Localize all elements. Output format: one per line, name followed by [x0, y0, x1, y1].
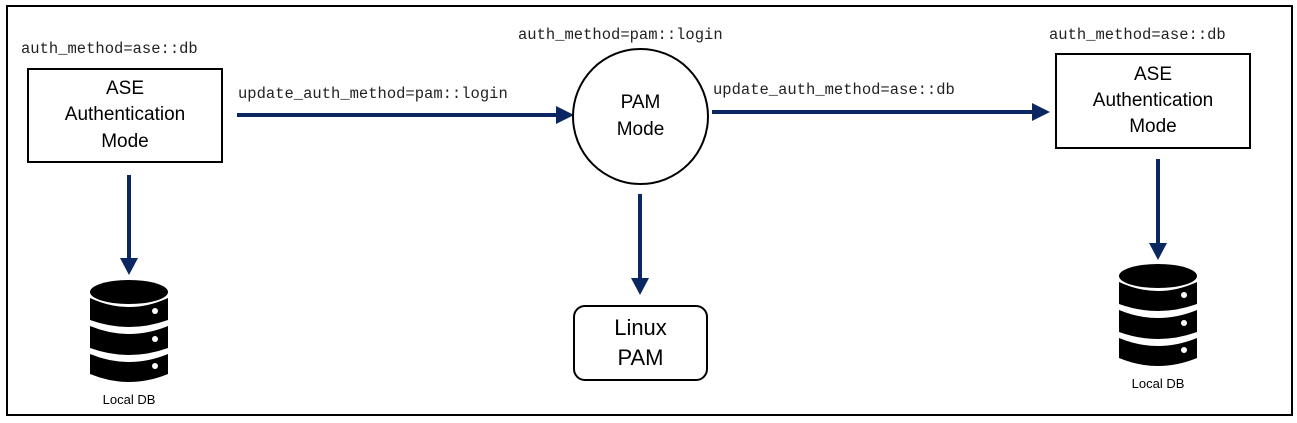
- left-ase-auth-mode-box: ASE Authentication Mode: [27, 68, 223, 163]
- database-icon: [1119, 264, 1197, 366]
- arrow-label-left-to-center: update_auth_method=pam::login: [238, 85, 508, 103]
- arrow-label-center-to-right: update_auth_method=ase::db: [713, 81, 955, 99]
- linux-pam-line-2: PAM: [617, 345, 664, 370]
- right-node-line-2: Authentication: [1092, 89, 1214, 111]
- local-db-right-label: Local DB: [1131, 376, 1185, 391]
- center-node-annotation: auth_method=pam::login: [518, 26, 723, 44]
- right-node-line-1: ASE: [1133, 63, 1172, 85]
- right-node-annotation: auth_method=ase::db: [1049, 26, 1226, 44]
- left-node-line-2: Authentication: [64, 104, 186, 126]
- right-ase-auth-mode-box: ASE Authentication Mode: [1055, 53, 1251, 149]
- linux-pam-box: Linux PAM: [573, 305, 708, 381]
- local-db-left-label: Local DB: [102, 392, 156, 407]
- arrowhead-right-to-db: [1149, 243, 1167, 260]
- linux-pam-line-1: Linux: [614, 315, 667, 341]
- arrowhead-left-to-db: [120, 258, 138, 275]
- pam-mode-circle: PAM Mode: [572, 48, 709, 185]
- arrowhead-pam-to-right: [1032, 103, 1050, 121]
- left-node-line-1: ASE: [105, 78, 144, 100]
- left-node-line-3: Mode: [101, 130, 149, 152]
- left-node-annotation: auth_method=ase::db: [21, 40, 198, 58]
- center-node-line-2: Mode: [616, 118, 665, 140]
- arrowhead-left-to-pam: [556, 106, 574, 124]
- center-node-line-1: PAM: [620, 92, 661, 114]
- arrowhead-pam-to-linux: [631, 278, 649, 295]
- database-icon: [90, 280, 168, 382]
- right-node-line-3: Mode: [1129, 116, 1177, 138]
